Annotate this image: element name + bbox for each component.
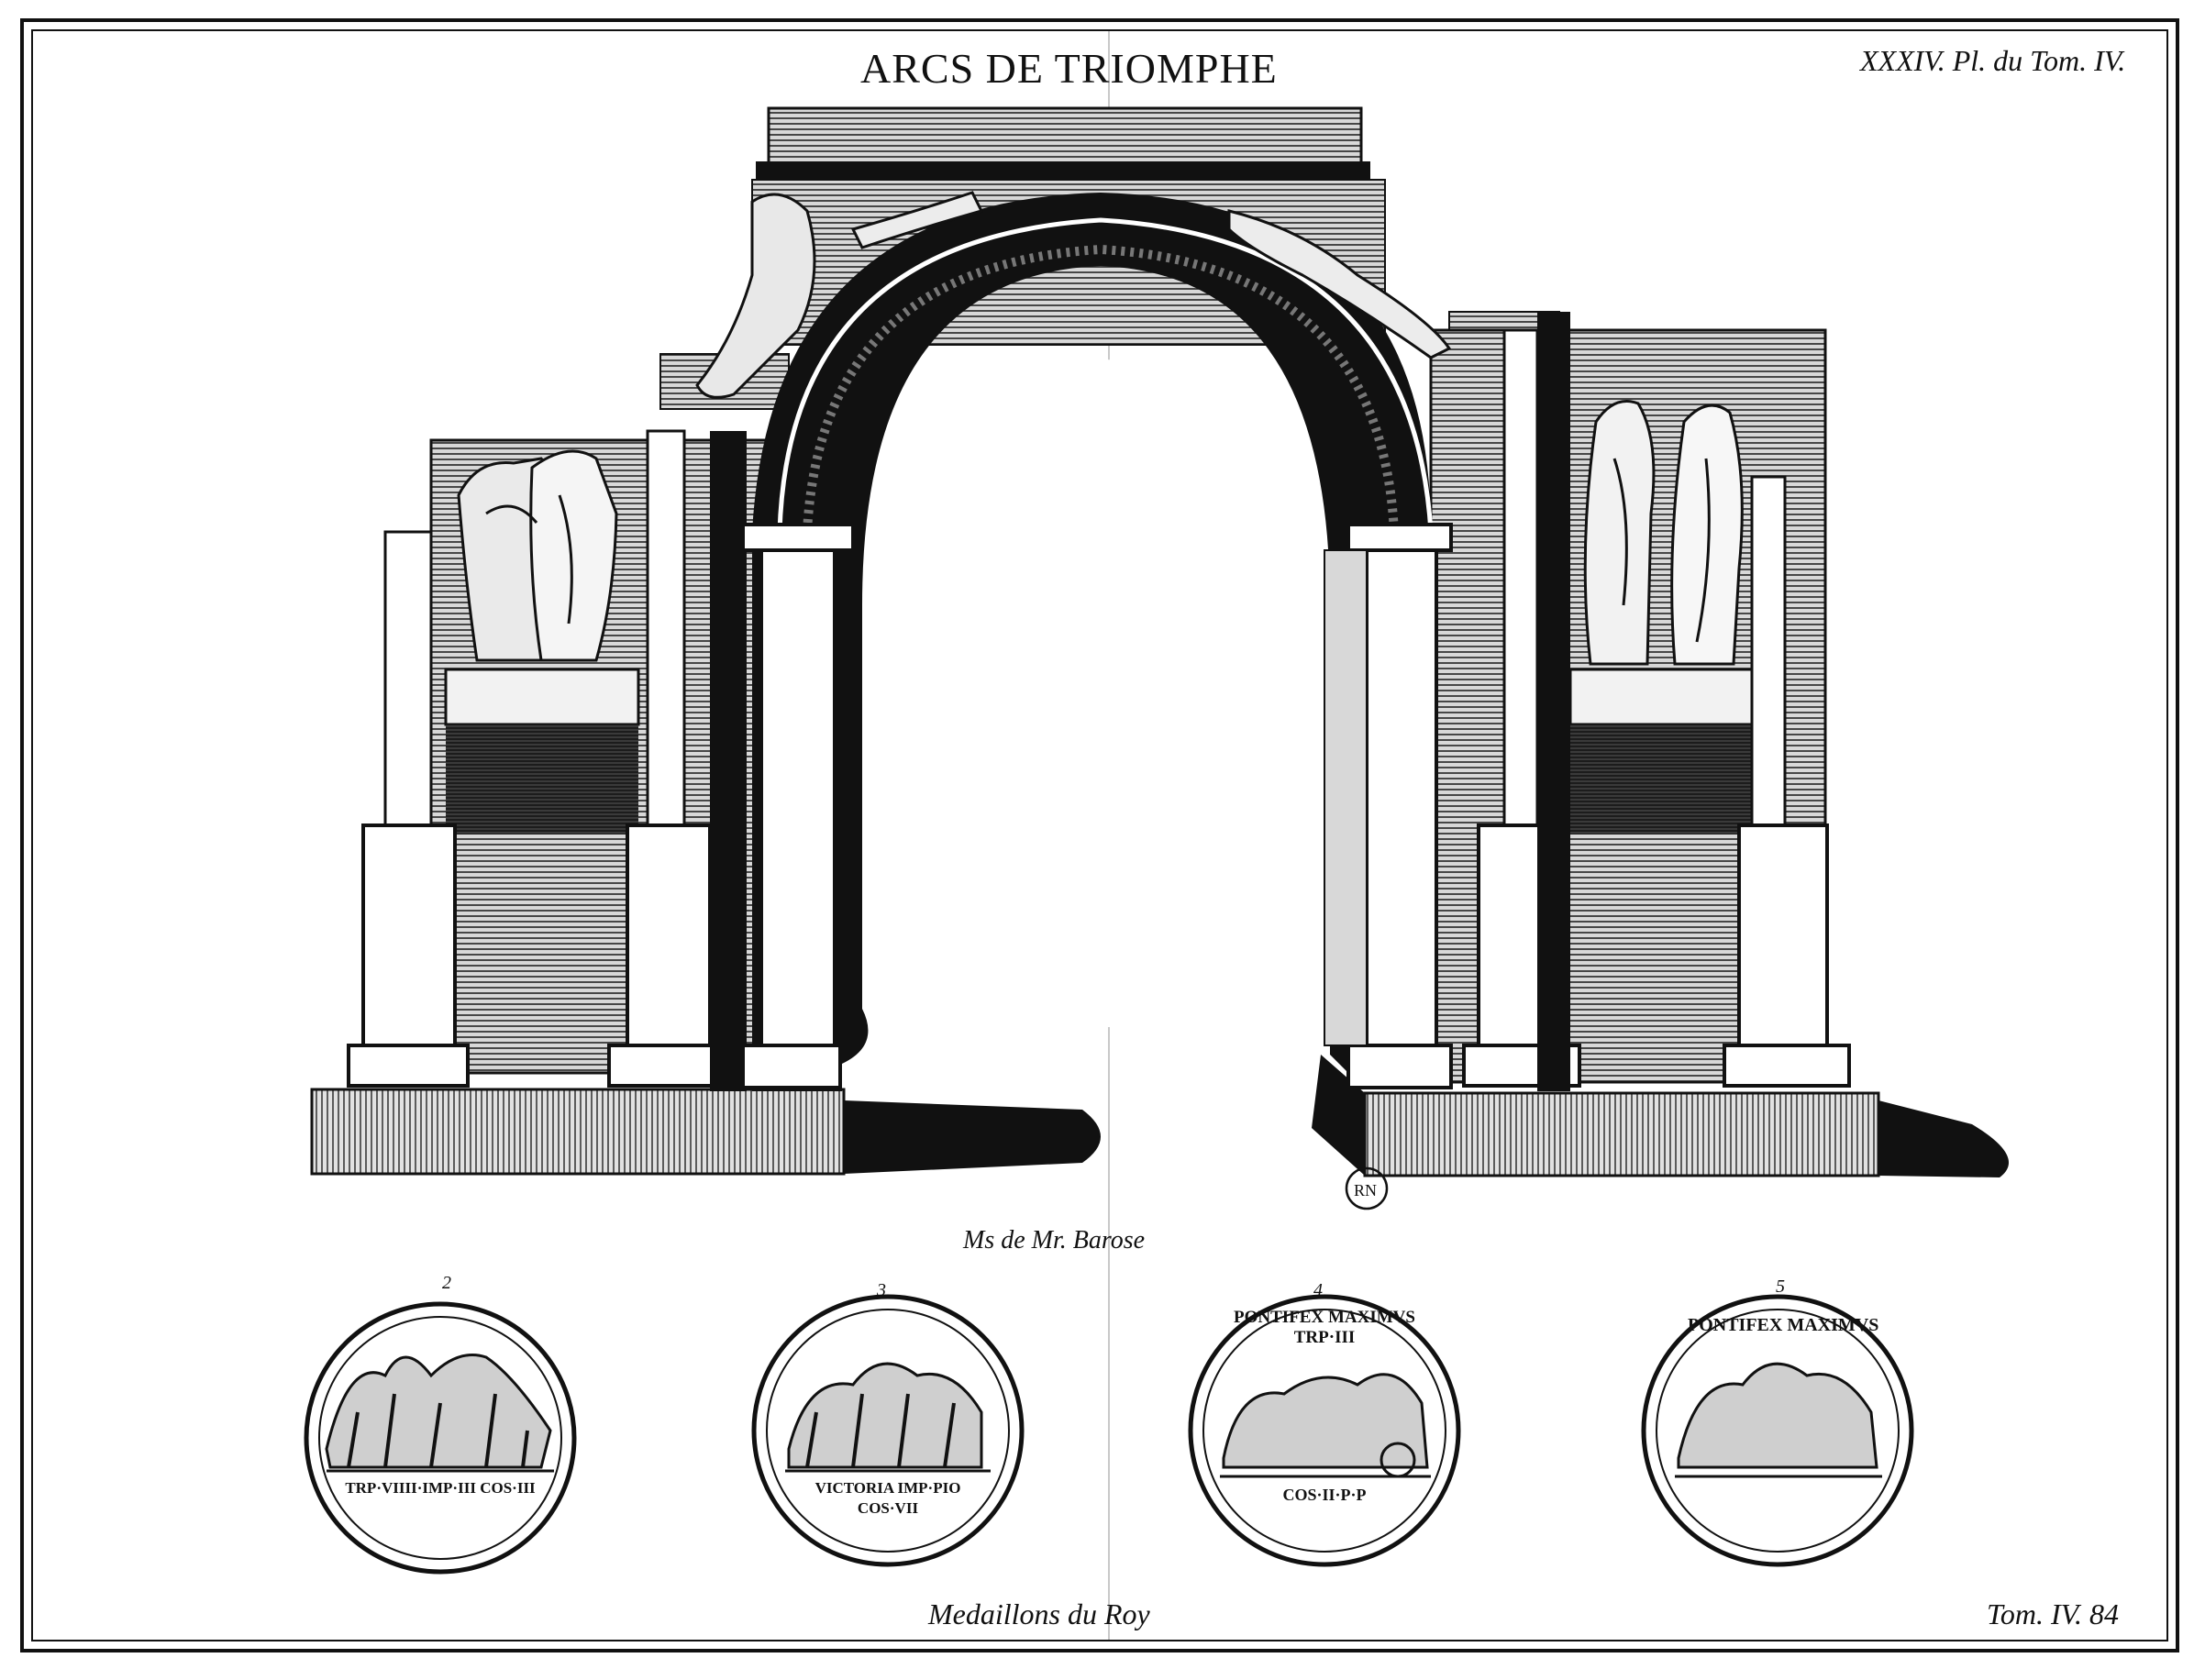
medallion-2 — [304, 1301, 577, 1575]
medallion-inscription: PONTIFEX MAXIMVS TRP·III — [1234, 1308, 1415, 1347]
arch-base-left — [310, 1088, 1101, 1176]
arch-left-wing — [347, 429, 772, 1091]
plate-outer-border — [20, 18, 2179, 1652]
medallion-4 — [1188, 1294, 1461, 1567]
medallions-caption: Medaillons du Roy — [928, 1597, 1150, 1630]
tome-reference: Tom. IV. 84 — [1987, 1597, 2120, 1630]
medallion-number: 5 — [1776, 1277, 1785, 1297]
arch-right-wing — [1429, 312, 1851, 1091]
medallion-exergue: COS·II·P·P — [1282, 1486, 1367, 1504]
arch-base-right — [1312, 1055, 2009, 1177]
medallion-number: 3 — [877, 1280, 886, 1300]
plate-title: ARCS DE TRIOMPHE — [860, 45, 1278, 92]
medallion-inscription: PONTIFEX MAXIMVS — [1688, 1315, 1879, 1335]
arch-central-opening — [695, 191, 1453, 1091]
medallion-inscription: VICTORIA IMP·PIO COS·VII — [814, 1479, 961, 1517]
medallion-inscription: TRP·VIIII·IMP·III COS·III — [345, 1479, 536, 1497]
plate-inner-border — [31, 29, 2168, 1641]
medallion-number: 2 — [442, 1273, 451, 1293]
plate-number: XXXIV. Pl. du Tom. IV. — [1860, 44, 2126, 77]
medallion-number: 4 — [1313, 1280, 1323, 1300]
library-stamp-icon: RN — [1345, 1166, 1389, 1210]
medallion-3 — [751, 1294, 1025, 1567]
medallion-5 — [1641, 1294, 1914, 1567]
svg-text:RN: RN — [1354, 1181, 1377, 1199]
source-caption: Ms de Mr. Barose — [963, 1226, 1146, 1254]
